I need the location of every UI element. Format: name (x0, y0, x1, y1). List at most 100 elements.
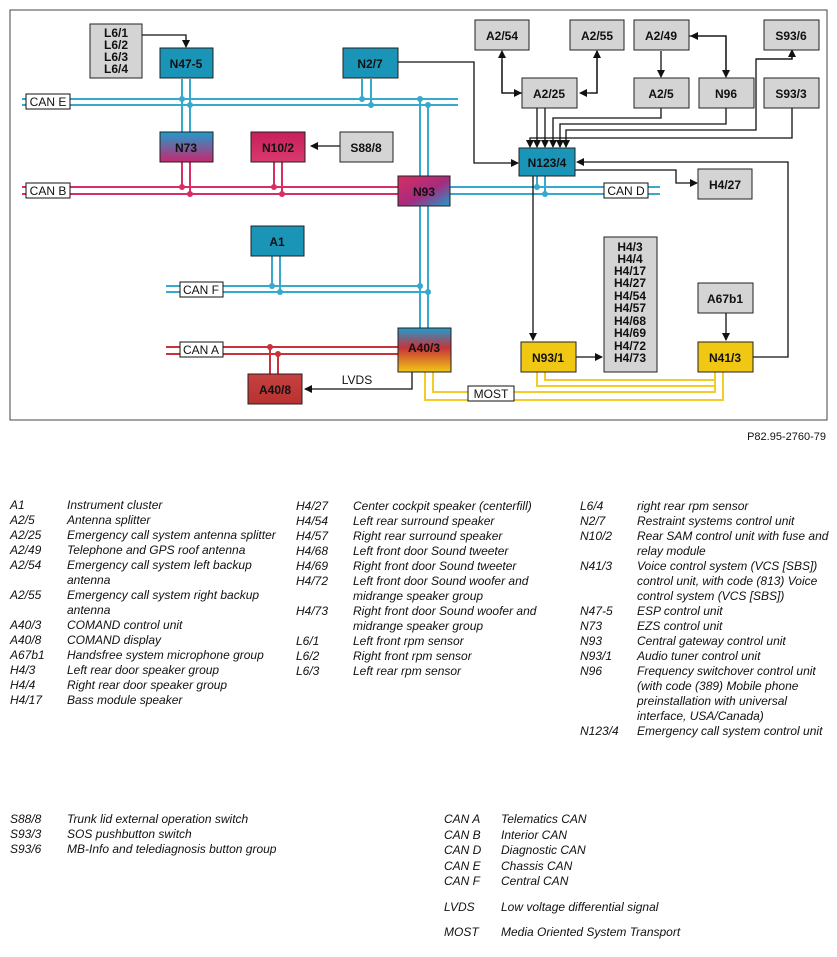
legend-code: N41/3 (580, 559, 613, 573)
legend-code: S88/8 (10, 812, 42, 826)
a2-25-label: A2/25 (533, 87, 565, 101)
lvds-label: LVDS (342, 373, 372, 387)
legend-row: H4/4 Right rear door speaker group (10, 678, 280, 693)
legend-description: Right rear door speaker group (67, 678, 228, 692)
legend-description: Emergency call system antenna splitter (67, 528, 276, 542)
a2-49-label: A2/49 (645, 29, 677, 43)
h4-69-label: H4/69 (614, 326, 646, 340)
n123-4-box (518, 147, 576, 177)
legend-description: COMAND display (67, 633, 162, 647)
figure-reference: P82.95-2760-79 (747, 431, 826, 443)
legend-code: N47-5 (580, 604, 613, 618)
legend-code: H4/54 (296, 514, 329, 528)
l6-3-label: L6/3 (104, 50, 128, 64)
legend-description: Left rear rpm sensor (353, 664, 462, 678)
legend-description: Frequency switchover control unit (with … (637, 664, 816, 723)
n47-5-box (159, 47, 214, 79)
h4-73-label: H4/73 (614, 351, 646, 365)
legend-code: N10/2 (580, 529, 613, 543)
h4-speaker-group (603, 236, 658, 373)
legend-code: LVDS (444, 899, 475, 914)
n96-box (698, 77, 755, 109)
legend-description: ESP control unit (637, 604, 723, 618)
legend-description: Low voltage differential signal (501, 899, 659, 914)
n10-2-label: N10/2 (262, 141, 294, 155)
legend-description: Handsfree system microphone group (67, 648, 264, 662)
legend-description: Center cockpit speaker (centerfill) (353, 499, 532, 513)
legend-code: CAN E (444, 858, 481, 873)
legend-code: S93/6 (10, 842, 42, 856)
a1-label: A1 (269, 235, 285, 249)
n47-5-label: N47-5 (170, 57, 203, 71)
can-b-bus (22, 162, 398, 195)
can-b-junctions (179, 184, 285, 197)
can-e-bus (22, 79, 458, 328)
a40-3-label: A40/3 (408, 341, 440, 355)
n2-7-label: N2/7 (357, 57, 383, 71)
legend-description: Central gateway control unit (637, 634, 786, 648)
n93-label: N93 (413, 185, 435, 199)
a2-5-box (633, 77, 690, 109)
a2-54-label: A2/54 (486, 29, 518, 43)
legend-description: Left front rpm sensor (353, 634, 464, 648)
n73-box (159, 131, 214, 163)
legend-code: H4/4 (10, 678, 36, 692)
a67b1-label: A67b1 (707, 292, 743, 306)
legend-code: H4/69 (296, 559, 329, 573)
legend-code: A40/8 (10, 633, 42, 647)
a2-55-box (569, 19, 625, 51)
legend-description: Left rear surround speaker (353, 514, 495, 528)
legend-description: Right front rpm sensor (353, 649, 472, 663)
legend-description: Left front door Sound tweeter (353, 544, 509, 558)
n10-2-box (250, 131, 306, 163)
legend-description: Right front door Sound tweeter (353, 559, 517, 573)
a1-box (250, 225, 305, 257)
legend-description: Voice control system (VCS [SBS]) control… (637, 559, 818, 603)
can-f-label: CAN F (183, 283, 219, 297)
n2-7-box (342, 47, 399, 79)
legend-description: Telematics CAN (501, 812, 587, 826)
legend-description: Right front door Sound woofer and midran… (353, 604, 537, 633)
a2-55-label: A2/55 (581, 29, 613, 43)
legend-description: Central CAN (501, 874, 569, 888)
legend-code: CAN F (444, 874, 480, 888)
a2-49-box (633, 19, 690, 51)
legend-description: Media Oriented System Transport (501, 925, 681, 939)
can-e-junctions (179, 96, 431, 108)
legend-code: CAN B (444, 827, 481, 842)
can-a-label: CAN A (183, 343, 219, 357)
n73-label: N73 (175, 141, 197, 155)
legend-description: Left rear door speaker group (67, 663, 220, 677)
legend-spacer (444, 915, 824, 925)
most-ring (424, 372, 724, 401)
legend-description: Left front door Sound woofer and midrang… (353, 574, 529, 603)
legend-row: A1 Instrument cluster (10, 498, 280, 513)
a40-8-box (247, 373, 303, 405)
l6-sensor-group (89, 23, 143, 79)
s93-6-label: S93/6 (775, 29, 807, 43)
legend-code: A1 (10, 498, 25, 512)
legend-description: EZS control unit (637, 619, 723, 633)
a67b1-box (697, 282, 754, 314)
legend-description: Telephone and GPS roof antenna (67, 543, 246, 557)
legend-description: Diagnostic CAN (501, 843, 586, 857)
legend-code: N93 (580, 634, 603, 648)
legend-description: Instrument cluster (67, 498, 163, 512)
legend-code: H4/3 (10, 663, 36, 677)
legend-code: L6/2 (296, 649, 320, 663)
legend-code: A2/5 (10, 513, 35, 527)
n41-3-box (697, 341, 754, 373)
